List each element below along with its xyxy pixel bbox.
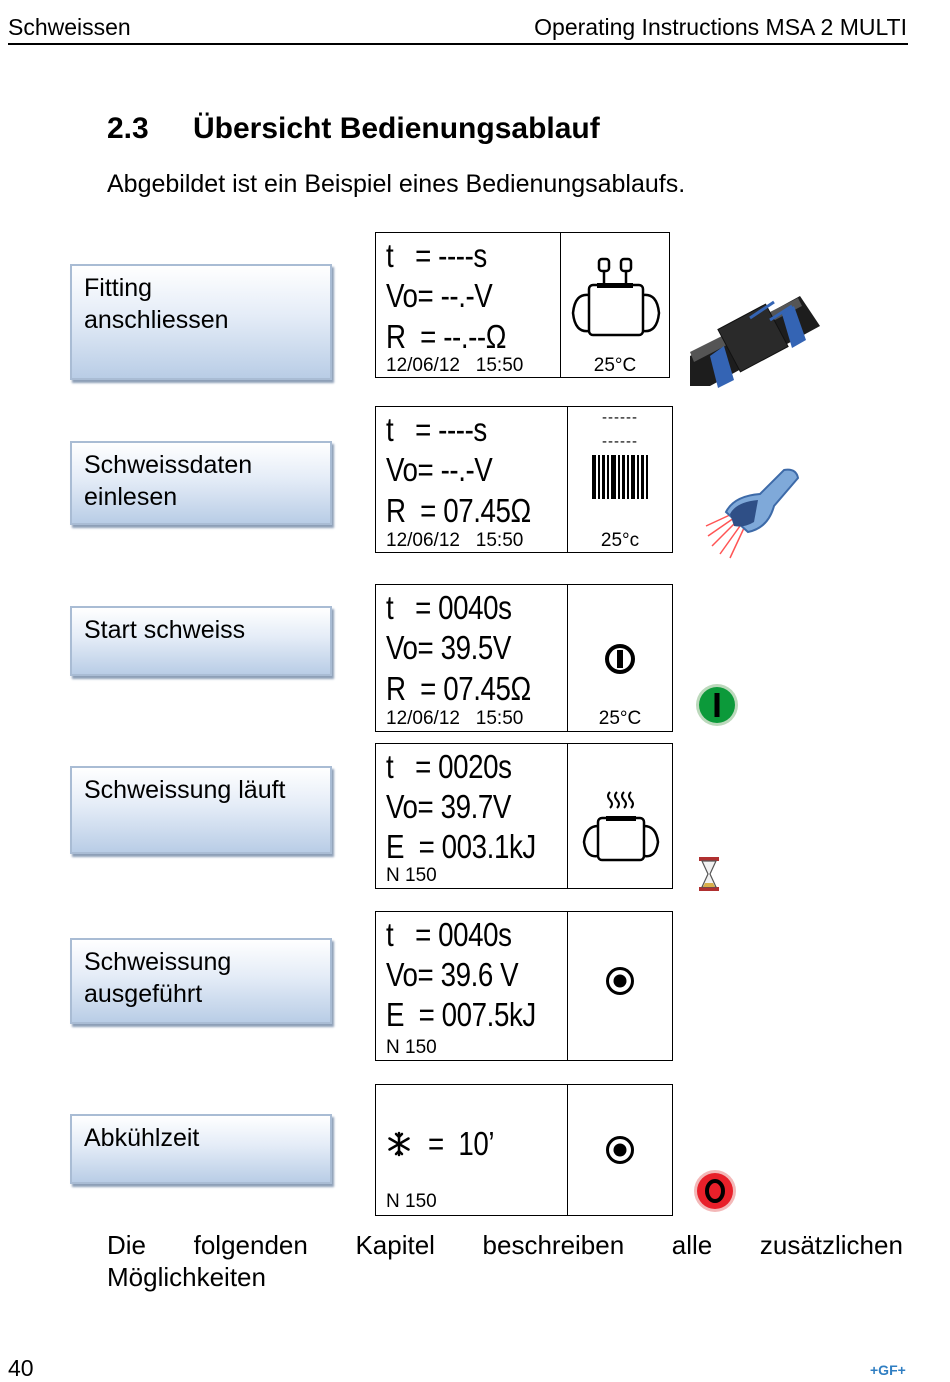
display-welding-done: t = 0040s Vo= 39.6 V E = 007.5kJ N 150	[375, 911, 673, 1061]
page-number: 40	[8, 1355, 34, 1381]
outro-paragraph-line2: Möglichkeiten	[107, 1262, 266, 1292]
display-welding-running: t = 0020s Vo= 39.7V E = 003.1kJ N 150	[375, 743, 673, 889]
step-label-line2: anschliessen	[84, 306, 229, 334]
step-box-start: Start schweiss	[70, 606, 332, 676]
display-line-energy: E = 007.5kJ	[386, 996, 536, 1033]
display-fitting: t = ----s Vo= --.-V R = --.--Ω 12/06/12 …	[375, 232, 670, 378]
barcode-scanner-icon	[705, 468, 800, 559]
display-line-resistance: R = 07.45Ω	[386, 670, 531, 707]
display-line-time: t = ----s	[386, 411, 487, 448]
section-intro: Abgebildet ist ein Beispiel eines Bedien…	[107, 170, 686, 198]
display-dimension: N 150	[386, 1037, 437, 1058]
display-temperature: 25°C	[598, 708, 642, 729]
start-button-icon	[605, 644, 635, 674]
section-title-text: Übersicht Bedienungsablauf	[193, 112, 600, 145]
outro-word: folgenden	[193, 1230, 308, 1260]
step-box-welding-done: Schweissung ausgeführt	[70, 938, 332, 1024]
step-box-welding-running: Schweissung läuft	[70, 766, 332, 854]
snowflake-icon	[388, 1131, 410, 1157]
step-box-read-data: Schweissdaten einlesen	[70, 441, 332, 525]
display-line-resistance: R = --.--Ω	[386, 318, 507, 355]
display-temperature: 25°c	[600, 530, 640, 551]
hourglass-icon	[699, 857, 719, 891]
header-right: Operating Instructions MSA 2 MULTI	[534, 14, 907, 40]
display-datetime: 12/06/12 15:50	[386, 355, 524, 376]
gf-logo: +GF+	[870, 1362, 906, 1378]
display-line-voltage: Vo= 39.6 V	[386, 956, 519, 993]
display-temperature: 25°C	[593, 355, 637, 376]
display-line-energy: E = 003.1kJ	[386, 828, 536, 865]
record-dot-icon	[606, 1136, 634, 1164]
section-title: 2.3 Übersicht Bedienungsablauf	[107, 112, 600, 146]
header-left: Schweissen	[8, 14, 131, 40]
heating-fitting-icon	[582, 791, 660, 862]
pipe-fitting-icon	[690, 296, 820, 388]
display-line-voltage: Vo= --.-V	[386, 451, 493, 488]
display-datetime: 12/06/12 15:50	[386, 708, 524, 729]
outro-word: Die	[107, 1230, 147, 1260]
green-start-button-icon	[696, 684, 738, 726]
display-start: t = 0040s Vo= 39.5V R = 07.45Ω 12/06/12 …	[375, 584, 673, 732]
display-line-voltage: Vo= 39.5V	[386, 629, 511, 666]
step-label-line2: ausgeführt	[84, 980, 203, 1008]
red-stop-button-icon	[694, 1170, 736, 1212]
display-cooling: = 10’ N 150	[375, 1084, 673, 1216]
display-datetime: 12/06/12 15:50	[386, 530, 524, 551]
step-label-line2: einlesen	[84, 483, 178, 511]
step-box-cooling: Abkühlzeit	[70, 1114, 332, 1184]
display-line-voltage: Vo= --.-V	[386, 277, 493, 314]
display-dashes-2: ------	[602, 433, 638, 450]
header-rule	[8, 43, 908, 45]
record-dot-icon	[606, 967, 634, 995]
step-label-line1: Start schweiss	[84, 616, 246, 644]
outro-word: beschreiben	[482, 1230, 625, 1260]
display-cooling-time: = 10’	[428, 1125, 495, 1162]
step-label-line1: Abkühlzeit	[84, 1124, 200, 1152]
display-line-time: t = 0040s	[386, 589, 512, 626]
step-label-line1: Schweissdaten	[84, 451, 253, 479]
outro-word: zusätzlichen	[759, 1230, 903, 1260]
display-line-resistance: R = 07.45Ω	[386, 492, 531, 529]
barcode-icon	[592, 455, 648, 499]
display-line-time: t = 0040s	[386, 916, 512, 953]
step-label-line1: Fitting	[84, 274, 153, 302]
step-box-fitting: Fitting anschliessen	[70, 264, 332, 380]
outro-word: Kapitel	[355, 1230, 435, 1260]
display-line-voltage: Vo= 39.7V	[386, 788, 511, 825]
display-line-time: t = 0020s	[386, 748, 512, 785]
display-read-data: t = ----s Vo= --.-V R = 07.45Ω 12/06/12 …	[375, 406, 673, 553]
step-label-line1: Schweissung läuft	[84, 776, 286, 804]
outro-word: alle	[671, 1230, 713, 1260]
outro-paragraph-line1: Die folgenden Kapitel beschreiben alle z…	[107, 1230, 903, 1261]
fitting-connectors-icon	[571, 257, 661, 337]
section-number: 2.3	[107, 112, 149, 145]
display-dimension: N 150	[386, 1191, 437, 1212]
display-dashes-1: ------	[602, 409, 638, 426]
step-label-line1: Schweissung	[84, 948, 232, 976]
display-line-time: t = ----s	[386, 237, 487, 274]
display-dimension: N 150	[386, 865, 437, 886]
